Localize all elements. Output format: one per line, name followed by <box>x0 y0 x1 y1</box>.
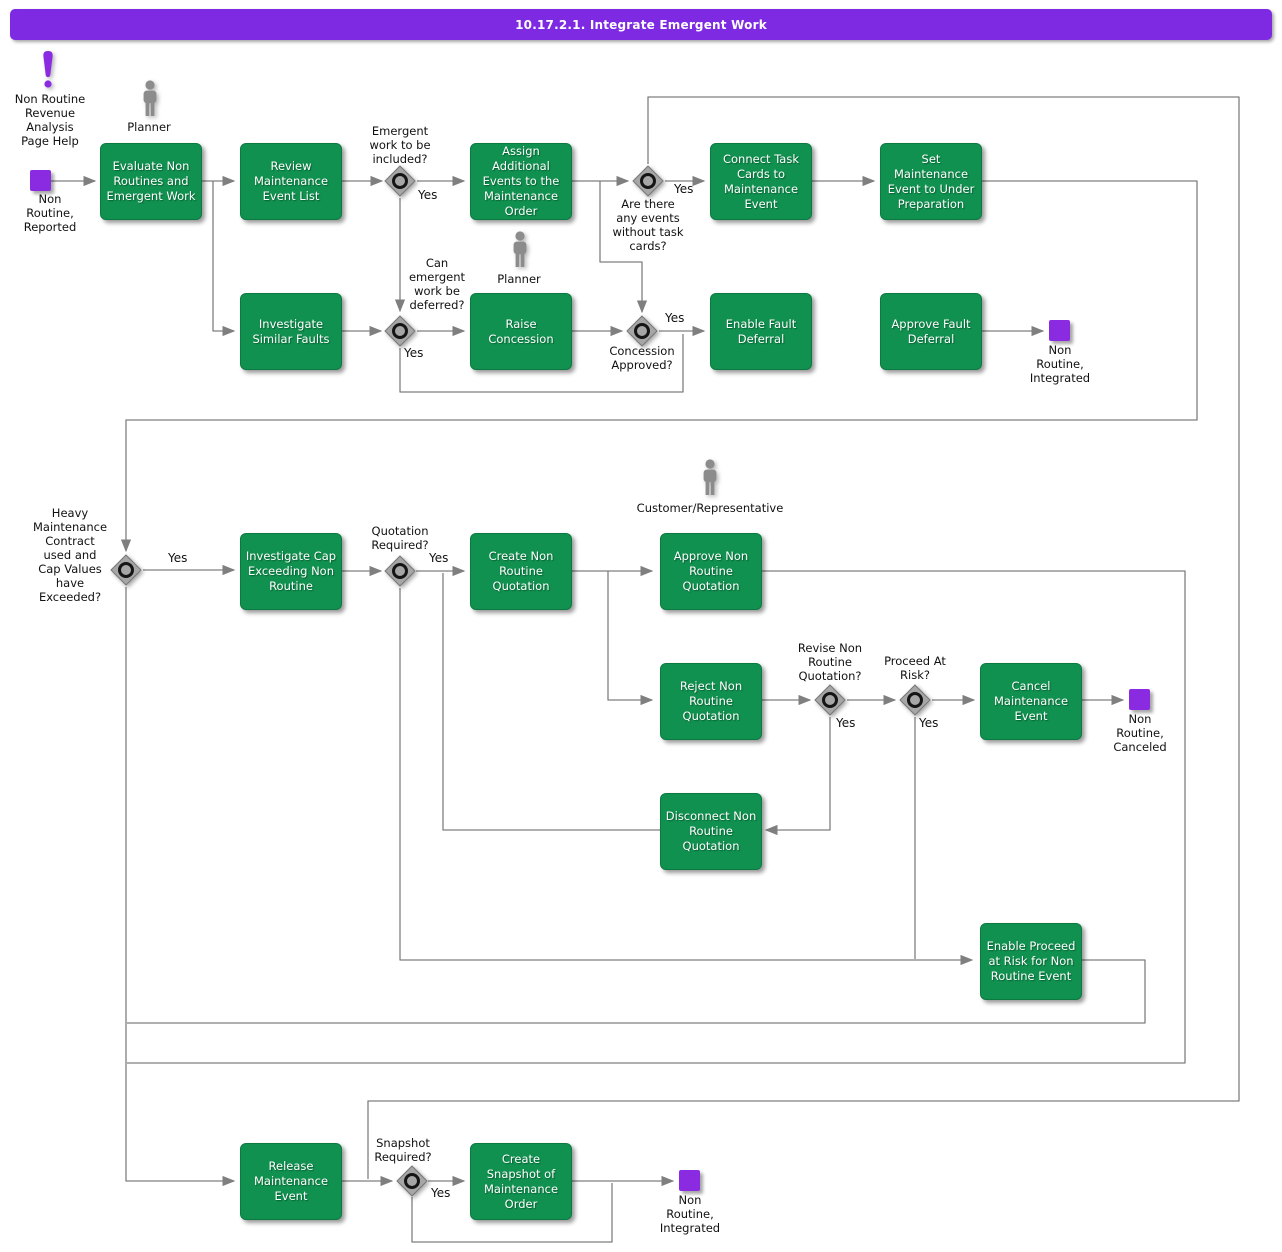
task-release-maintenance-event[interactable]: Release Maintenance Event <box>240 1143 342 1220</box>
label-can-work-be-deferred: Can emergent work be deferred? <box>408 256 466 312</box>
task-approve-fault-deferral[interactable]: Approve Fault Deferral <box>880 293 982 370</box>
edge-branch-reject-quotation <box>607 571 654 706</box>
gateway-emergent-included <box>384 165 416 201</box>
edge-label-yes-heavy: Yes <box>168 551 188 565</box>
gateway-heavy-maintenance-contract <box>110 554 142 590</box>
task-disconnect-non-routine-quotation[interactable]: Disconnect Non Routine Quotation <box>660 793 762 870</box>
page-help-icon[interactable] <box>38 50 58 90</box>
edge-taskcards-no-loop <box>367 96 1240 1179</box>
gateway-proceed-at-risk <box>899 684 931 720</box>
label-concession-approved: Concession Approved? <box>609 344 675 372</box>
label-heavy-maintenance-contract: Heavy Maintenance Contract used and Cap … <box>32 506 108 604</box>
edge-enable-proceed-loop <box>127 959 1146 1024</box>
event-non-routine-integrated-top-label: Non Routine, Integrated <box>1029 343 1091 385</box>
edge-deferred-yes-merge <box>399 334 684 393</box>
edge-branch-concession <box>599 181 648 314</box>
task-cancel-maintenance-event[interactable]: Cancel Maintenance Event <box>980 663 1082 740</box>
gateway-concession-approved <box>626 315 658 351</box>
task-create-non-routine-quotation[interactable]: Create Non Routine Quotation <box>470 533 572 610</box>
event-non-routine-canceled <box>1129 689 1150 710</box>
task-evaluate-non-routines[interactable]: Evaluate Non Routines and Emergent Work <box>100 143 202 220</box>
edge-quotation-no-enable-proceed <box>399 588 974 966</box>
task-connect-task-cards[interactable]: Connect Task Cards to Maintenance Event <box>710 143 812 220</box>
edge-label-yes-revise: Yes <box>836 716 856 730</box>
diagram-title-bar: 10.17.2.1. Integrate Emergent Work <box>10 9 1272 40</box>
edge-label-yes-quotation: Yes <box>429 551 449 565</box>
edge-disconnect-loopback <box>442 573 660 831</box>
customer-actor-label: Customer/Representative <box>636 501 784 515</box>
page-help-label[interactable]: Non Routine Revenue Analysis Page Help <box>14 92 86 148</box>
label-revise-quotation: Revise Non Routine Quotation? <box>797 641 863 683</box>
edge-label-yes-proceed: Yes <box>919 716 939 730</box>
edge-label-yes-concession: Yes <box>665 311 685 325</box>
planner2-actor-label: Planner <box>497 272 541 286</box>
task-review-maintenance-event-list[interactable]: Review Maintenance Event List <box>240 143 342 220</box>
event-non-routine-reported <box>30 170 51 191</box>
gateway-snapshot-required <box>396 1165 428 1201</box>
task-assign-additional-events[interactable]: Assign Additional Events to the Maintena… <box>470 143 572 220</box>
task-create-snapshot[interactable]: Create Snapshot of Maintenance Order <box>470 1143 572 1220</box>
edge-evaluate-investigate-similar <box>212 181 236 337</box>
task-set-event-under-preparation[interactable]: Set Maintenance Event to Under Preparati… <box>880 143 982 220</box>
task-raise-concession[interactable]: Raise Concession <box>470 293 572 370</box>
gateway-events-without-task-cards <box>632 165 664 201</box>
edge-set-prep-heavy <box>120 180 1198 553</box>
event-non-routine-reported-label: Non Routine, Reported <box>23 192 77 234</box>
label-quotation-required: Quotation Required? <box>371 524 429 552</box>
planner-actor-icon <box>143 80 157 116</box>
edge-label-yes-deferred: Yes <box>404 346 424 360</box>
event-non-routine-integrated-top <box>1049 320 1070 341</box>
edge-label-yes-taskcards: Yes <box>674 182 694 196</box>
task-enable-proceed-at-risk[interactable]: Enable Proceed at Risk for Non Routine E… <box>980 923 1082 1000</box>
edge-heavy-no-release <box>125 587 236 1187</box>
gateway-revise-quotation <box>814 684 846 720</box>
edge-label-yes-snapshot: Yes <box>431 1186 451 1200</box>
planner-actor-label: Planner <box>127 120 171 134</box>
event-non-routine-integrated-bottom-label: Non Routine, Integrated <box>659 1193 721 1235</box>
label-proceed-at-risk: Proceed At Risk? <box>884 654 946 682</box>
customer-actor-icon <box>703 459 717 495</box>
gateway-can-work-be-deferred <box>384 315 416 351</box>
task-reject-non-routine-quotation[interactable]: Reject Non Routine Quotation <box>660 663 762 740</box>
gateway-quotation-required <box>384 555 416 591</box>
task-investigate-cap-exceeding[interactable]: Investigate Cap Exceeding Non Routine <box>240 533 342 610</box>
task-investigate-similar-faults[interactable]: Investigate Similar Faults <box>240 293 342 370</box>
label-events-without-task-cards: Are there any events without task cards? <box>612 197 684 253</box>
edge-snapshot-no-bypass <box>411 1183 613 1243</box>
task-approve-non-routine-quotation[interactable]: Approve Non Routine Quotation <box>660 533 762 610</box>
edge-revise-yes-disconnect <box>764 717 831 836</box>
event-non-routine-canceled-label: Non Routine, Canceled <box>1113 712 1167 754</box>
edge-approve-quotation-loop <box>127 570 1186 1064</box>
planner2-actor-icon <box>513 231 527 267</box>
page-title: 10.17.2.1. Integrate Emergent Work <box>515 17 767 32</box>
task-enable-fault-deferral[interactable]: Enable Fault Deferral <box>710 293 812 370</box>
label-snapshot-required: Snapshot Required? <box>374 1136 432 1164</box>
edge-label-yes-emergent: Yes <box>418 188 438 202</box>
label-emergent-included: Emergent work to be included? <box>369 124 431 166</box>
event-non-routine-integrated-bottom <box>679 1170 700 1191</box>
